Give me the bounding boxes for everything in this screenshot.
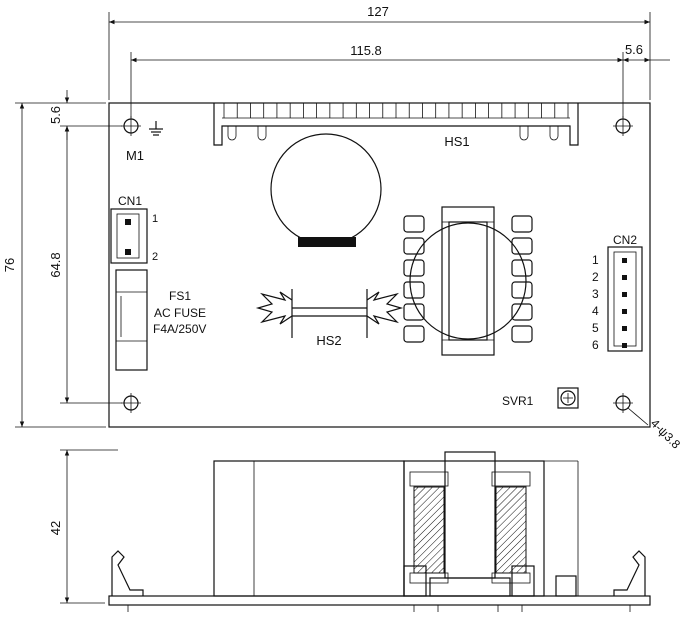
dimension-overall-width: 127 (108, 4, 651, 100)
cn2-pin-3: 3 (592, 287, 599, 301)
hs2-label: HS2 (316, 333, 341, 348)
heatsink-hs1: HS1 (213, 103, 579, 149)
dim-overall-height-label: 76 (2, 258, 17, 272)
connector-cn2: CN2 1 2 3 4 5 6 (592, 233, 643, 352)
top-view: 127 115.8 5.6 76 64.8 5.6 (2, 4, 683, 452)
mounting-hole-bottom-left (121, 393, 141, 413)
fs1-label: FS1 (169, 289, 191, 303)
cn2-pin-2: 2 (592, 270, 599, 284)
dim-hole-pitch-x-label: 115.8 (350, 43, 382, 58)
cn2-label: CN2 (613, 233, 637, 247)
m1-label: M1 (126, 148, 144, 163)
hole-callout-label: 4-ψ3.8 (648, 416, 684, 452)
cn2-pin-6: 6 (592, 338, 599, 352)
cn2-pin-5: 5 (592, 321, 599, 335)
connector-cn1: CN1 1 2 (110, 194, 158, 264)
side-clip-left (111, 550, 144, 596)
hs1-label: HS1 (444, 134, 469, 149)
side-small-component (555, 575, 577, 597)
dim-overall-width-label: 127 (367, 4, 389, 19)
dimension-hole-pitch-x: 115.8 5.6 (130, 42, 670, 118)
ground-icon (149, 121, 163, 136)
dim-side-height-label: 42 (48, 521, 63, 535)
cn2-pin-1: 1 (592, 253, 599, 267)
svr1-label: SVR1 (502, 394, 534, 408)
cn2-pin-4: 4 (592, 304, 599, 318)
side-clip-right (613, 550, 646, 596)
transformer (403, 206, 533, 356)
dimension-overall-height: 76 (2, 102, 106, 428)
side-view: 42 (48, 449, 651, 612)
fuse-fs1: FS1 AC FUSE F4A/250V (115, 269, 206, 371)
side-capacitor (213, 460, 405, 597)
heatsink-hs2: HS2 (255, 289, 404, 348)
capacitor (270, 133, 382, 247)
dim-hole-offset-x-label: 5.6 (625, 42, 643, 57)
dim-hole-pitch-y-label: 64.8 (48, 252, 63, 277)
pcb-outline (108, 102, 651, 428)
hole-callout: 4-ψ3.8 (627, 407, 684, 452)
fuse-type-label: AC FUSE (154, 306, 206, 320)
mounting-hole-bottom-right (613, 393, 633, 413)
cn1-pin-2: 2 (152, 251, 158, 263)
mounting-hole-top-left (121, 116, 141, 136)
cn1-pin-1: 1 (152, 213, 158, 225)
dimension-hole-pitch-y: 64.8 5.6 (48, 90, 122, 404)
dim-hole-offset-y-label: 5.6 (48, 106, 63, 124)
mounting-hole-top-right (613, 116, 633, 136)
cn1-label: CN1 (118, 194, 142, 208)
side-base-plate (108, 595, 651, 606)
dimension-side-height: 42 (48, 449, 118, 604)
side-transformer (403, 451, 579, 597)
trimmer-svr1: SVR1 (502, 387, 579, 409)
fuse-rating-label: F4A/250V (153, 322, 206, 336)
